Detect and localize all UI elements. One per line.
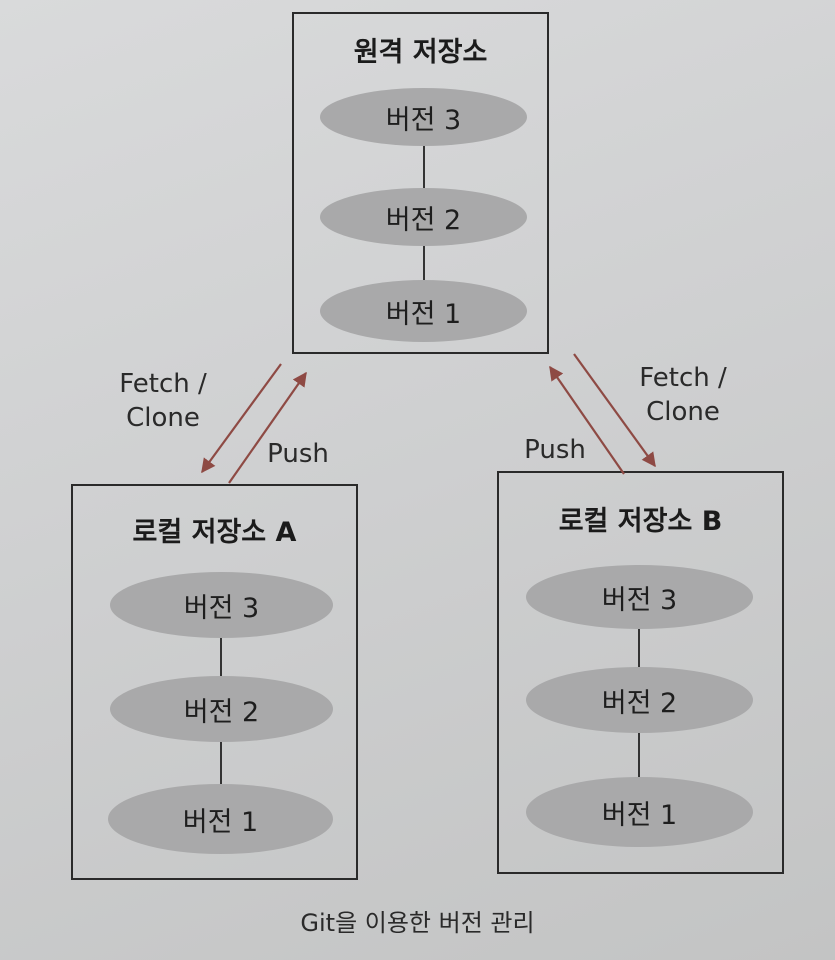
remote-version-3: 버전 3	[320, 88, 527, 146]
local-b-connector-3-2	[638, 629, 640, 667]
local-a-connector-2-1	[220, 742, 222, 784]
local-a-version-2: 버전 2	[110, 676, 333, 742]
local-b-version-1: 버전 1	[526, 777, 753, 847]
local-repository-b: 로컬 저장소 B 버전 3 버전 2 버전 1	[497, 471, 784, 874]
left-fetch-clone-label: Fetch / Clone	[98, 367, 228, 435]
right-push-arrow	[549, 365, 625, 475]
right-fetch-clone-arrow	[573, 353, 656, 468]
local-b-version-3: 버전 3	[526, 565, 753, 629]
left-clone-label-line: Clone	[126, 403, 200, 433]
local-b-version-2: 버전 2	[526, 667, 753, 733]
left-fetch-label-line: Fetch /	[119, 369, 207, 399]
local-repository-b-title: 로컬 저장소 B	[558, 506, 723, 537]
remote-version-1: 버전 1	[320, 280, 527, 342]
local-a-version-3: 버전 3	[110, 572, 333, 638]
left-fetch-clone-arrow	[201, 363, 282, 474]
right-push-label: Push	[524, 435, 586, 465]
remote-repository: 원격 저장소 버전 3 버전 2 버전 1	[292, 12, 549, 354]
local-a-connector-3-2	[220, 638, 222, 676]
local-repository-a-title: 로컬 저장소 A	[132, 517, 297, 548]
local-a-version-1: 버전 1	[108, 784, 333, 854]
left-push-label: Push	[267, 439, 329, 469]
remote-version-2: 버전 2	[320, 188, 527, 246]
figure-caption: Git을 이용한 버전 관리	[300, 909, 535, 937]
remote-connector-2-1	[423, 246, 425, 280]
left-push-arrow	[228, 371, 307, 484]
remote-repository-title: 원격 저장소	[353, 37, 488, 68]
local-repository-a: 로컬 저장소 A 버전 3 버전 2 버전 1	[71, 484, 358, 880]
local-b-connector-2-1	[638, 733, 640, 777]
right-fetch-label-line: Fetch /	[639, 363, 727, 393]
remote-connector-3-2	[423, 146, 425, 188]
right-clone-label-line: Clone	[646, 397, 720, 427]
right-fetch-clone-label: Fetch / Clone	[618, 361, 748, 429]
